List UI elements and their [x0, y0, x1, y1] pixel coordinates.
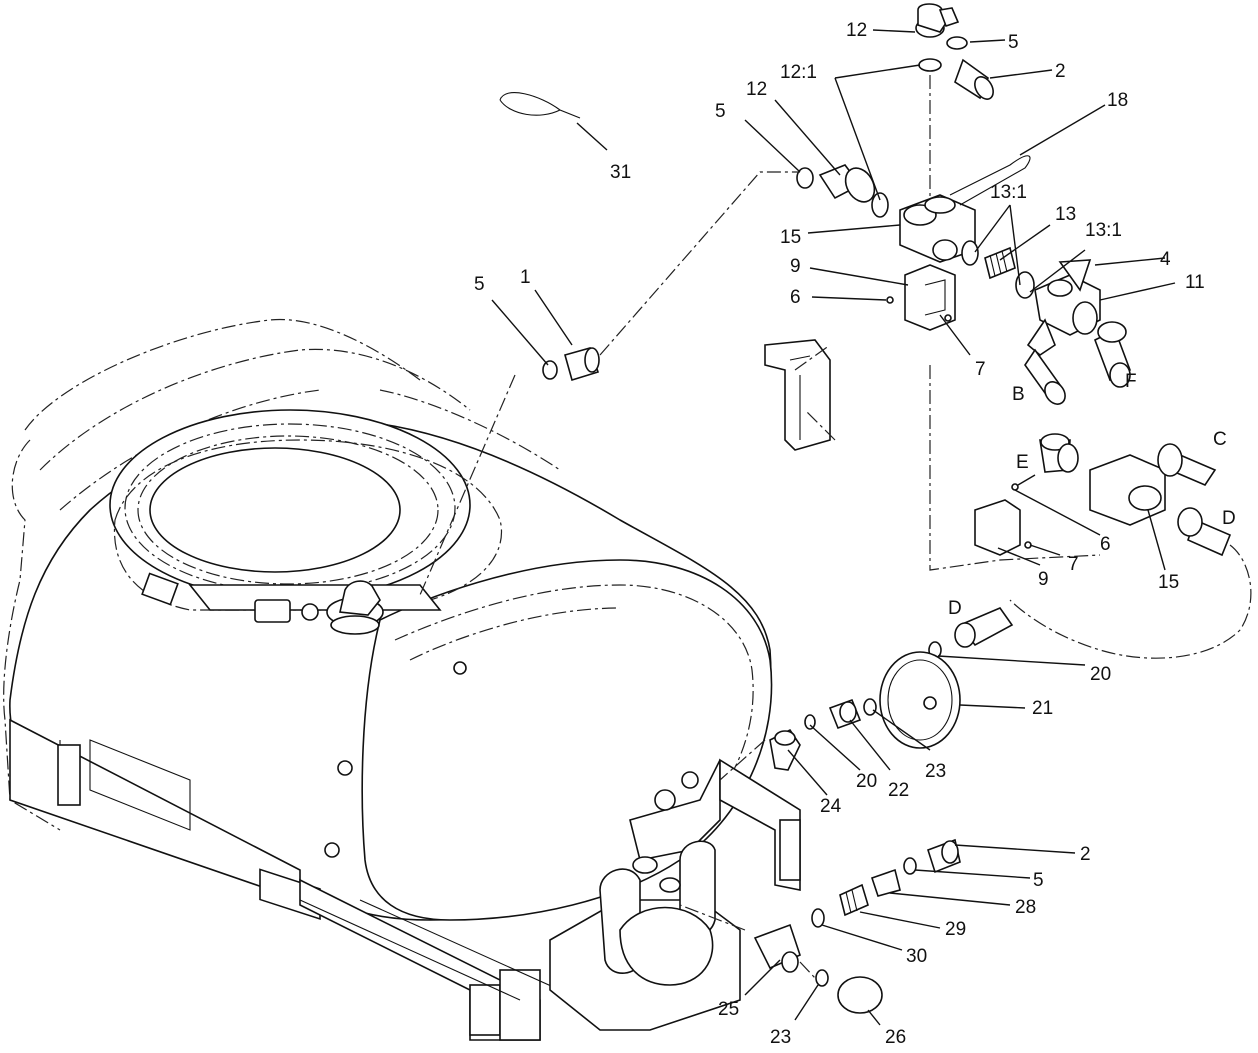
- callout-12-left: 12: [746, 79, 767, 100]
- callout-7-top: 7: [975, 359, 986, 380]
- callout-2-bottom: 2: [1080, 844, 1091, 865]
- callout-D-mid: D: [1222, 508, 1236, 529]
- callout-18: 18: [1107, 90, 1128, 111]
- callout-25: 25: [718, 999, 739, 1020]
- callout-22: 22: [888, 780, 909, 801]
- boom-valve-assembly: [974, 433, 1232, 557]
- callout-5-tank: 5: [474, 274, 485, 295]
- callout-24: 24: [820, 796, 842, 817]
- callout-6-mid: 6: [1100, 534, 1111, 555]
- callout-30: 30: [906, 946, 927, 967]
- callout-20-left: 20: [856, 771, 877, 792]
- callout-7-mid: 7: [1068, 554, 1079, 575]
- spray-tank: [3, 318, 801, 1041]
- callout-5-bottom: 5: [1033, 870, 1044, 891]
- callout-2-top: 2: [1055, 61, 1066, 82]
- callout-21: 21: [1032, 698, 1053, 719]
- callout-28: 28: [1015, 897, 1036, 918]
- callout-26: 26: [885, 1027, 906, 1048]
- callout-15-top: 15: [780, 227, 801, 248]
- callout-B: B: [1012, 384, 1025, 405]
- callout-11: 11: [1185, 272, 1205, 293]
- pump-mount-bracket: [549, 840, 741, 1031]
- agitation-valve-assembly: [764, 3, 1132, 451]
- callout-23-bottom: 23: [770, 1027, 791, 1048]
- callout-5-top: 5: [1008, 32, 1019, 53]
- callout-12-1: 12:1: [780, 62, 817, 83]
- callout-9-top: 9: [790, 256, 801, 277]
- callout-13-1-b: 13:1: [1085, 220, 1122, 241]
- callout-labels: 12 5 2 12:1 12 5 18 31 15 13:1 13 13:1 4…: [474, 20, 1236, 1048]
- pump-line-parts: [499, 92, 1014, 1014]
- callout-20-right: 20: [1090, 664, 1111, 685]
- callout-13-1-a: 13:1: [990, 182, 1027, 203]
- callout-C: C: [1213, 429, 1227, 450]
- callout-9-mid: 9: [1038, 569, 1049, 590]
- callout-23-mid: 23: [925, 761, 946, 782]
- callout-6-top: 6: [790, 287, 801, 308]
- callout-31: 31: [610, 162, 631, 183]
- callout-13: 13: [1055, 204, 1076, 225]
- callout-E: E: [1016, 452, 1029, 473]
- leader-lines: [491, 29, 1176, 1026]
- callout-4: 4: [1160, 249, 1171, 270]
- callout-12-top: 12: [846, 20, 867, 41]
- callout-29: 29: [945, 919, 966, 940]
- callout-D-pump: D: [948, 598, 962, 619]
- callout-5-left: 5: [715, 101, 726, 122]
- hose-routing: [419, 75, 1252, 979]
- callout-15-mid: 15: [1158, 572, 1179, 593]
- callout-F: F: [1125, 371, 1137, 392]
- callout-1: 1: [520, 267, 531, 288]
